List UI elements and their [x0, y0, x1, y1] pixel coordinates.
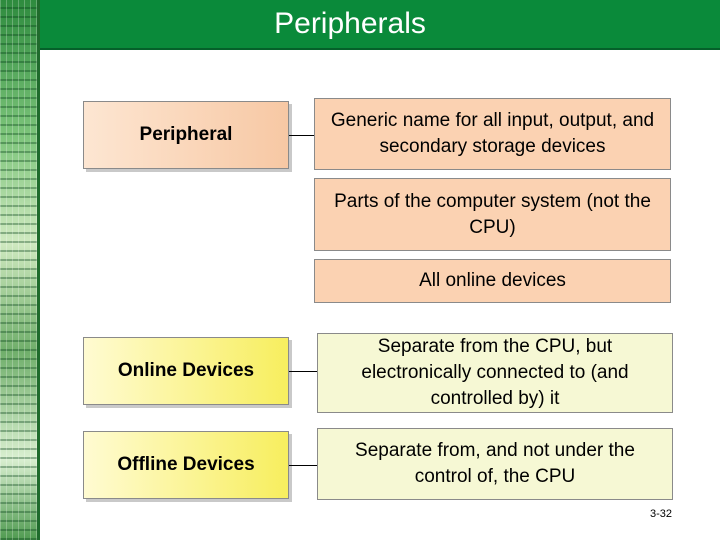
definition-peripheral-3: All online devices [314, 259, 671, 303]
definition-peripheral-2: Parts of the computer system (not the CP… [314, 178, 671, 251]
slide-title: Peripherals [274, 7, 426, 40]
decorative-circuit-strip [0, 0, 40, 540]
definition-online-devices: Separate from the CPU, but electronicall… [317, 333, 673, 413]
connector-line [289, 371, 317, 372]
connector-line [289, 465, 317, 466]
title-bar: Peripherals [40, 0, 720, 50]
connector-line [289, 135, 314, 136]
term-online-devices: Online Devices [83, 337, 289, 405]
definition-peripheral-1: Generic name for all input, output, and … [314, 98, 671, 170]
page-number: 3-32 [650, 508, 673, 520]
term-peripheral: Peripheral [83, 101, 289, 169]
term-offline-devices: Offline Devices [83, 431, 289, 499]
definition-offline-devices: Separate from, and not under the control… [317, 428, 673, 500]
